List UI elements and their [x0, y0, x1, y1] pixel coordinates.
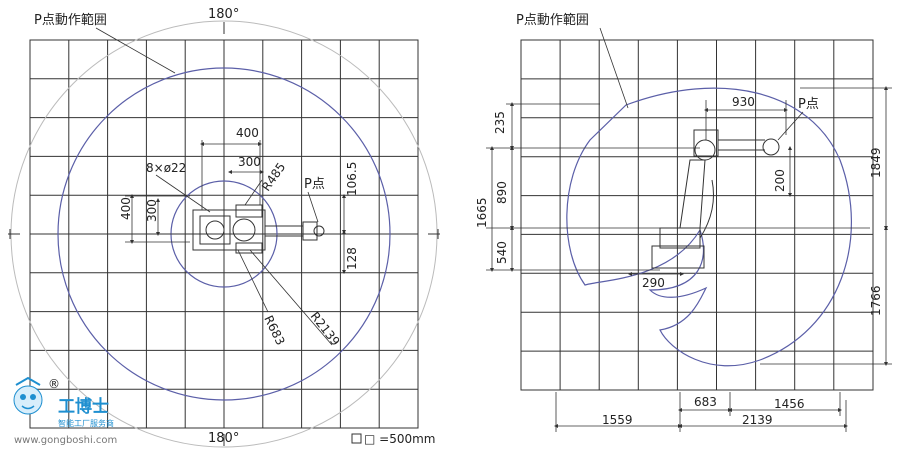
right-dim-683: 683: [694, 395, 717, 409]
left-axis-ticks: [8, 22, 440, 446]
left-p-point: P点: [304, 177, 325, 192]
left-dim-128: 128: [345, 247, 359, 270]
left-robot-sketch: [192, 204, 325, 254]
left-top-view: P点動作範囲 180° 180° 400 300 8×ø22 R485 P点 1…: [8, 7, 440, 448]
right-dim-930: 930: [732, 95, 755, 109]
watermark-logo: 工博士 智能工厂服务商 ® www.gongboshi.com: [13, 376, 117, 446]
watermark-registered: ®: [48, 377, 60, 391]
left-angle-top: 180°: [208, 7, 239, 22]
right-dim-2139: 2139: [742, 413, 773, 427]
right-dim-1456: 1456: [774, 397, 805, 411]
right-dim-235: 235: [493, 111, 507, 134]
right-dim-540: 540: [495, 241, 509, 264]
right-grid: [520, 39, 874, 391]
right-dimension-lines: [486, 27, 892, 432]
right-robot-sketch: [651, 129, 780, 269]
left-grid: [29, 39, 419, 429]
left-dimension-lines: [95, 27, 346, 346]
watermark-brand: 工博士: [58, 396, 109, 417]
right-p-point: P点: [798, 97, 819, 112]
right-dim-290: 290: [642, 276, 665, 290]
left-dim-r485: R485: [259, 160, 288, 194]
left-dim-r2139: R2139: [308, 309, 343, 348]
right-dim-890: 890: [495, 181, 509, 204]
svg-text:□ =500mm: □ =500mm: [364, 432, 436, 446]
right-side-view: P点動作範囲 P点 930 235 1665 890 540 200 1849 …: [475, 13, 892, 432]
left-dim-300-top: 300: [238, 155, 261, 169]
right-dim-200: 200: [773, 169, 787, 192]
right-dim-1559: 1559: [602, 413, 633, 427]
left-dim-300-left: 300: [145, 199, 159, 222]
watermark-url: www.gongboshi.com: [14, 435, 117, 446]
left-p-envelope-outer: [57, 67, 391, 401]
left-dim-400-left: 400: [119, 197, 133, 220]
grid-scale-note: □ =500mm: [351, 432, 436, 446]
watermark-tagline: 智能工厂服务商: [58, 418, 114, 428]
right-dim-1766: 1766: [869, 285, 883, 316]
right-dim-1665: 1665: [475, 197, 489, 228]
left-title: P点動作範囲: [34, 13, 107, 28]
left-angle-bottom: 180°: [208, 431, 239, 446]
right-dim-1849: 1849: [869, 147, 883, 178]
left-dim-106: 106.5: [345, 162, 359, 196]
left-dim-400-top: 400: [236, 126, 259, 140]
right-p-envelope: [566, 87, 852, 367]
left-dim-holes: 8×ø22: [146, 161, 186, 175]
right-title: P点動作範囲: [516, 13, 589, 28]
left-dim-r683: R683: [261, 313, 287, 347]
